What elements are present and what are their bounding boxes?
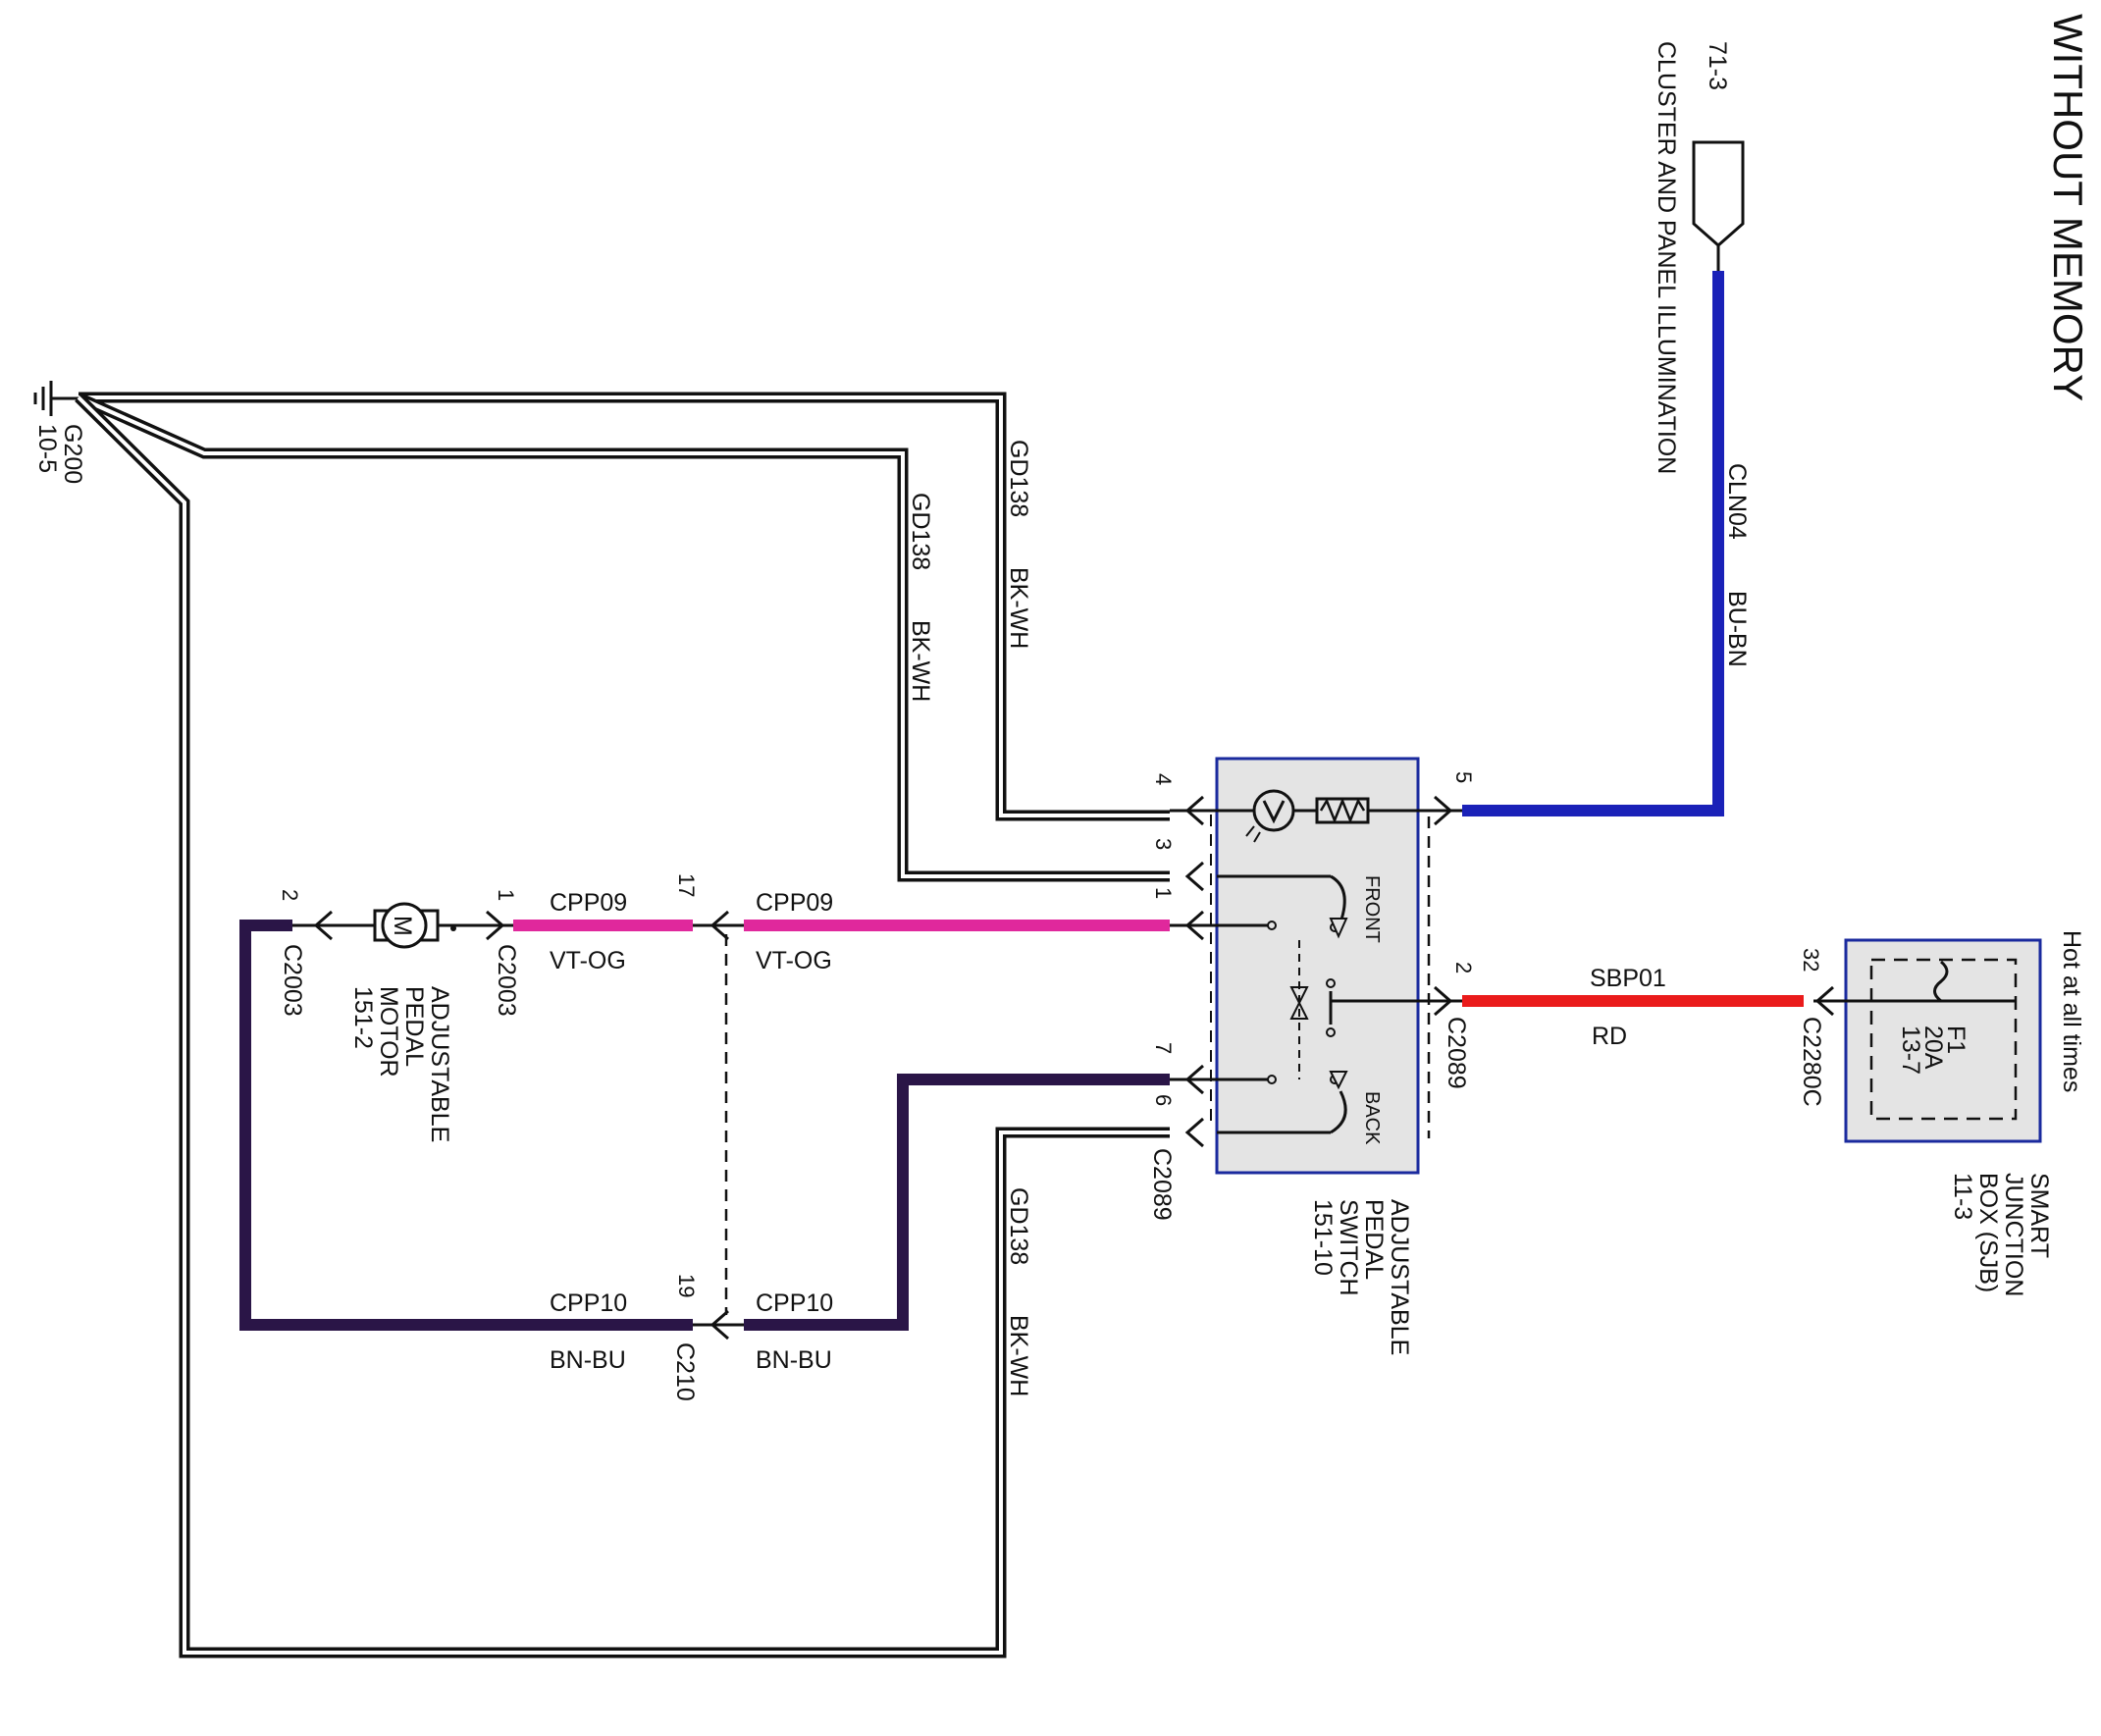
wire-label-cpp09-b-color: VT-OG (756, 947, 832, 974)
sjb-box (1844, 938, 2042, 1143)
chevron-icon (1434, 985, 1453, 1017)
diagram-title: WITHOUT MEMORY (2045, 14, 2091, 401)
switch-line4: 151-10 (1309, 1199, 1337, 1276)
chevron-icon (1184, 910, 1204, 941)
ground-g200: G200 10-5 (33, 381, 86, 484)
connector-chevron-icon (1814, 985, 1834, 1017)
motor-pin-2: 2 (278, 889, 302, 901)
connector-c2003-a: C2003 (279, 944, 306, 1017)
chevron-icon (1434, 795, 1453, 826)
wire-label-gd138-c-circuit: GD138 (1005, 1187, 1032, 1265)
lamp-icon (1252, 789, 1295, 832)
wire-label-cln04-circuit: CLN04 (1723, 463, 1751, 540)
chevron-icon (1184, 1117, 1204, 1148)
chevron-icon (313, 910, 333, 941)
wire-cln04 (1462, 271, 1724, 816)
connector-c2089-left (1170, 795, 1217, 1148)
motor-line3: MOTOR (375, 986, 402, 1078)
chevron-icon (486, 910, 505, 941)
smart-junction-box: F1 20A 13-7 Hot at all times SMART JUNCT… (1844, 930, 2085, 1296)
pin-19: 19 (674, 1274, 699, 1297)
wire-gd138-group (75, 392, 1170, 1658)
fuse-ref: 13-7 (1897, 1026, 1924, 1075)
ground-name: G200 (59, 424, 86, 484)
chevron-icon (709, 1309, 729, 1341)
chevron-icon (1184, 795, 1204, 826)
sjb-line1: SMART (2025, 1173, 2053, 1258)
pin-3: 3 (1151, 838, 1176, 850)
wire-label-cpp10-a-circuit: CPP10 (550, 1289, 627, 1317)
sjb-line3: BOX (SJB) (1974, 1173, 2002, 1292)
adjustable-pedal-switch: FRONT BACK ADJUSTABLE PEDAL SWITCH 151-1… (1215, 757, 1462, 1355)
pin-17: 17 (674, 873, 699, 897)
wire-label-cpp09-b-circuit: CPP09 (756, 889, 833, 917)
wire-label-cpp09-a-color: VT-OG (550, 947, 626, 974)
sjb-line4: 11-3 (1949, 1173, 1976, 1220)
connector-c2280c: C2280C (1798, 1017, 1825, 1107)
wire-cpp10-b (744, 1074, 1170, 1331)
switch-box (1215, 757, 1420, 1175)
wire-label-cpp10-b-color: BN-BU (756, 1346, 832, 1374)
wire-label-gd138-a-circuit: GD138 (1005, 440, 1032, 517)
cluster-name: CLUSTER AND PANEL ILLUMINATION (1653, 41, 1680, 474)
wire-label-gd138-b-circuit: GD138 (907, 493, 934, 570)
chevron-icon (709, 910, 729, 941)
sjb-line2: JUNCTION (2000, 1173, 2027, 1296)
motor-icon (381, 902, 428, 949)
fuse-rating: 20A (1919, 1026, 1947, 1070)
connector-c2089-a: C2089 (1443, 1017, 1470, 1089)
pin-2: 2 (1451, 962, 1476, 973)
wire-label-gd138-b-color: BK-WH (907, 620, 934, 702)
pin-4: 4 (1151, 773, 1176, 785)
connector-arrow-icon (1692, 140, 1745, 247)
fuse-icon (1933, 960, 1949, 1003)
wire-label-cpp09-a-circuit: CPP09 (550, 889, 627, 917)
connector-c2003-b: C2003 (493, 944, 520, 1017)
motor-symbol: M (389, 916, 416, 936)
pin-6: 6 (1151, 1094, 1176, 1106)
connector-c2089-right (1434, 795, 1453, 1017)
wire-label-cpp10-a-color: BN-BU (550, 1346, 626, 1374)
pin-5: 5 (1451, 771, 1476, 783)
switch-line1: ADJUSTABLE (1386, 1199, 1413, 1355)
wire-label-cpp10-b-circuit: CPP10 (756, 1289, 833, 1317)
cluster-illumination: 71-3 CLUSTER AND PANEL ILLUMINATION (1653, 41, 1745, 474)
switch-back-label: BACK (1361, 1091, 1383, 1145)
connector-c2089-b: C2089 (1148, 1148, 1176, 1221)
connector-c210 (693, 910, 744, 1341)
switch-line3: SWITCH (1335, 1199, 1362, 1296)
motor-line4: 151-2 (349, 986, 377, 1049)
chevron-icon (1184, 861, 1204, 892)
wire-label-sbp01-color: RD (1592, 1023, 1627, 1050)
switch-line2: PEDAL (1360, 1199, 1388, 1280)
wire-cpp10-a (239, 920, 693, 1331)
ground-symbol-icon (33, 381, 79, 416)
ground-ref: 10-5 (33, 424, 61, 473)
hot-at-all-times: Hot at all times (2058, 930, 2085, 1092)
fuse-name: F1 (1942, 1026, 1970, 1054)
motor-line1: ADJUSTABLE (426, 986, 453, 1142)
switch-front-label: FRONT (1361, 875, 1383, 943)
chevron-icon (1184, 1064, 1204, 1095)
motor-line2: PEDAL (400, 986, 428, 1067)
wire-label-gd138-a-color: BK-WH (1005, 567, 1032, 649)
pin-7: 7 (1151, 1042, 1176, 1054)
cluster-ref: 71-3 (1704, 41, 1731, 90)
adjustable-pedal-motor: M 2 1 C2003 C2003 ADJUSTABLE PEDAL MOTOR… (278, 889, 520, 1142)
motor-pin-1: 1 (494, 889, 518, 901)
wire-label-cln04-color: BU-BN (1723, 591, 1751, 667)
wire-label-sbp01-circuit: SBP01 (1590, 965, 1666, 992)
pin-32: 32 (1799, 948, 1823, 972)
wire-label-gd138-c-color: BK-WH (1005, 1315, 1032, 1396)
pin-1: 1 (1151, 887, 1176, 899)
connector-c210-label: C210 (671, 1342, 699, 1401)
